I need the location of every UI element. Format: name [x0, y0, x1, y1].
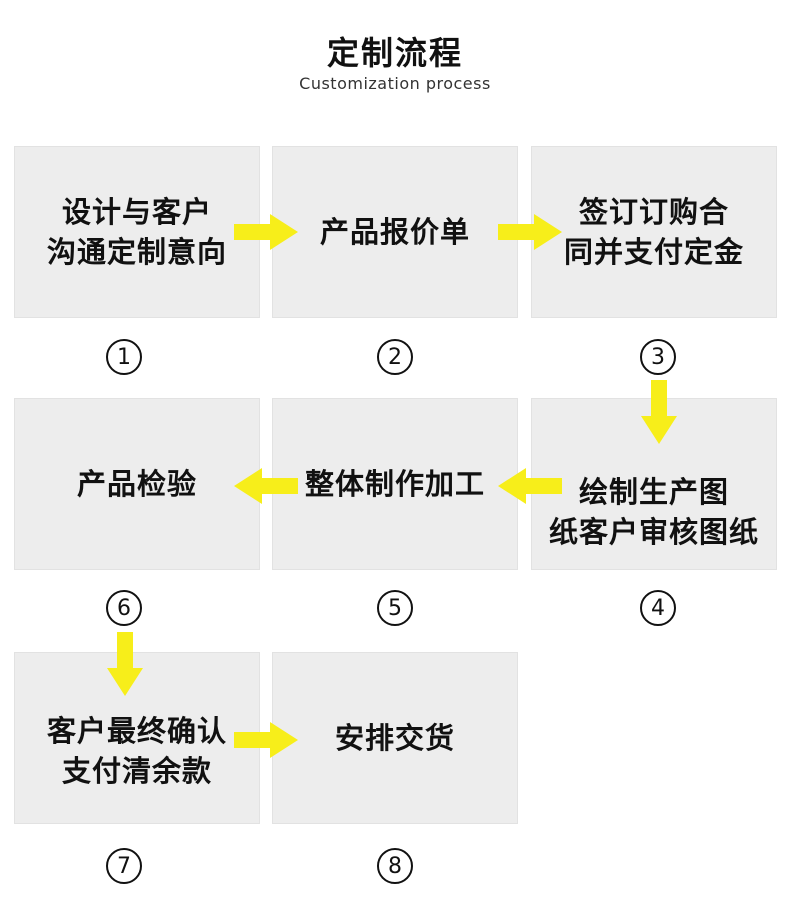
step-box-1: 设计与客户 沟通定制意向 — [14, 146, 260, 318]
page-title: 定制流程 — [326, 34, 463, 72]
step-text-5: 整体制作加工 — [304, 467, 485, 501]
step-text-3: 签订订购合 同并支付定金 — [563, 195, 744, 269]
step-number-6: 6 — [106, 590, 142, 626]
step-number-5: 5 — [377, 590, 413, 626]
arrow-down-icon — [107, 632, 143, 696]
arrow-right-icon — [498, 214, 562, 250]
step-text-4: 绘制生产图 纸客户审核图纸 — [548, 475, 759, 549]
step-number-8: 8 — [377, 848, 413, 884]
step-number-7: 7 — [106, 848, 142, 884]
arrow-left-icon — [498, 468, 562, 504]
step-number-2: 2 — [377, 339, 413, 375]
step-number-1: 1 — [106, 339, 142, 375]
step-text-7: 客户最终确认 支付清余款 — [46, 714, 227, 788]
step-text-6: 产品检验 — [76, 467, 197, 501]
arrow-right-icon — [234, 722, 298, 758]
step-box-8: 安排交货 — [272, 652, 518, 824]
step-box-2: 产品报价单 — [272, 146, 518, 318]
arrow-down-icon — [641, 380, 677, 444]
step-text-2: 产品报价单 — [319, 215, 470, 249]
step-box-3: 签订订购合 同并支付定金 — [531, 146, 777, 318]
step-box-6: 产品检验 — [14, 398, 260, 570]
step-number-3: 3 — [640, 339, 676, 375]
step-text-8: 安排交货 — [334, 721, 455, 755]
arrow-right-icon — [234, 214, 298, 250]
arrow-left-icon — [234, 468, 298, 504]
step-text-1: 设计与客户 沟通定制意向 — [46, 195, 227, 269]
page-subtitle: Customization process — [299, 74, 491, 93]
step-number-4: 4 — [640, 590, 676, 626]
step-box-5: 整体制作加工 — [272, 398, 518, 570]
